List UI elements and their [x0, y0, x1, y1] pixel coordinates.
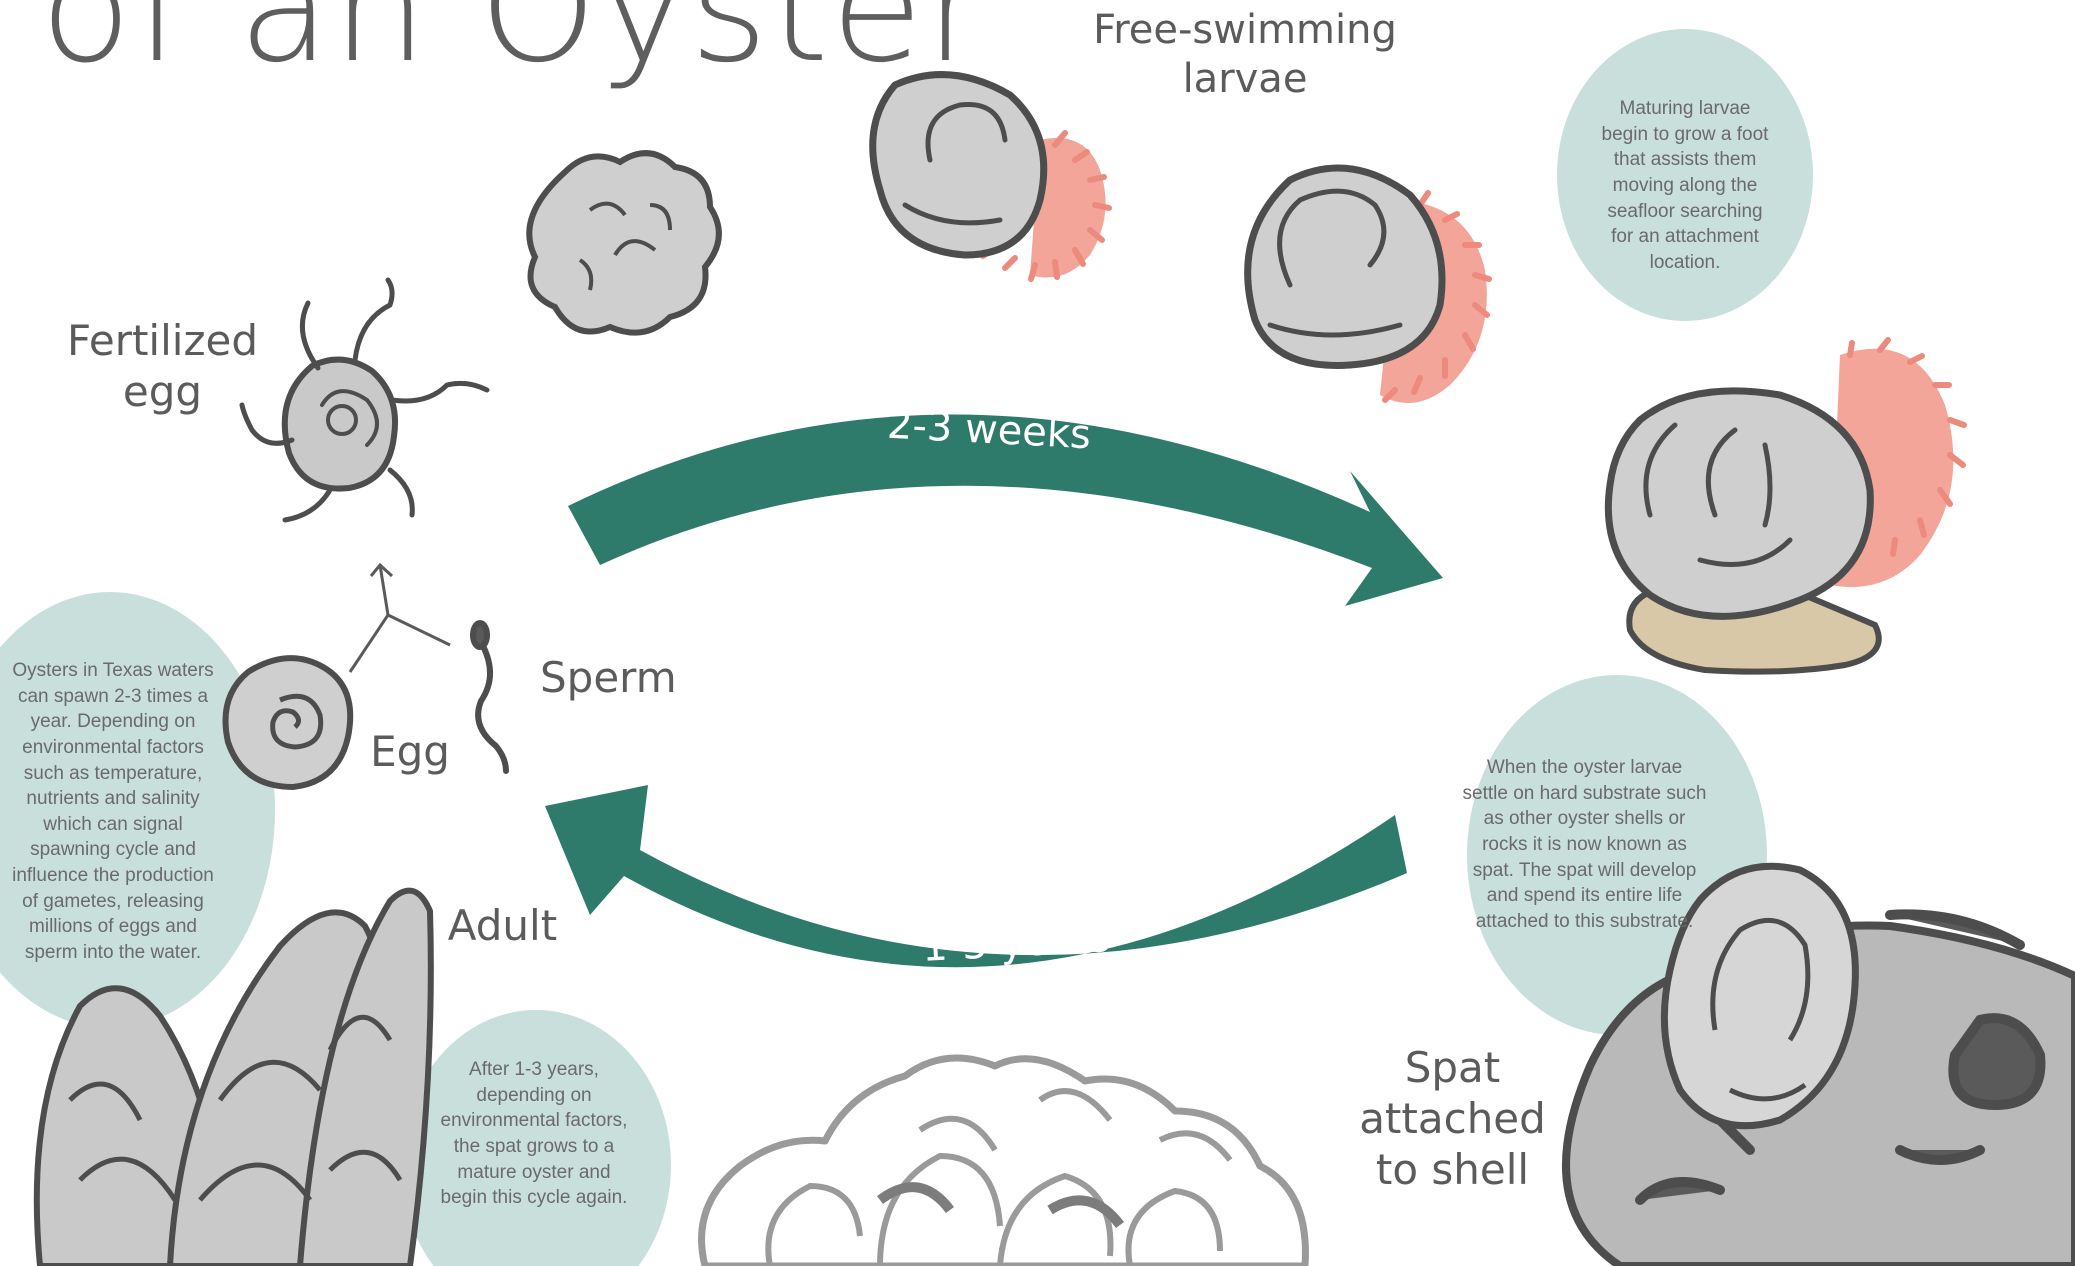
egg-cluster-illustration	[529, 153, 719, 333]
maturing-larva-illustration	[1608, 340, 1964, 672]
page-title: of an Oyster	[40, 0, 989, 96]
oyster-reef-illustration	[702, 1058, 1306, 1266]
note-spat-settle: When the oyster larvae settle on hard su…	[1462, 755, 1707, 934]
label-adult: Adult	[445, 900, 560, 951]
label-sperm: Sperm	[540, 652, 660, 703]
note-larvae-foot: Maturing larvae begin to grow a foot tha…	[1597, 96, 1773, 275]
label-spat-attached-to-shell: Spat attached to shell	[1310, 1042, 1595, 1196]
label-fertilized-egg: Fertilized egg	[50, 315, 275, 417]
larva-illustration-1	[873, 75, 1109, 279]
note-spawning: Oysters in Texas waters can spawn 2-3 ti…	[4, 658, 222, 966]
egg-illustration	[226, 658, 351, 787]
fertilization-marker	[350, 565, 450, 672]
note-adult-cycle: After 1-3 years, depending on environmen…	[433, 1057, 635, 1211]
larva-illustration-2	[1248, 168, 1489, 403]
sperm-illustration	[473, 623, 506, 771]
arrow-label-1-3-years: 1-3 years	[921, 915, 1111, 971]
label-free-swimming-larvae: Free-swimming larvae	[1085, 6, 1405, 104]
fertilized-egg-illustration	[242, 280, 487, 520]
label-egg: Egg	[365, 726, 455, 777]
